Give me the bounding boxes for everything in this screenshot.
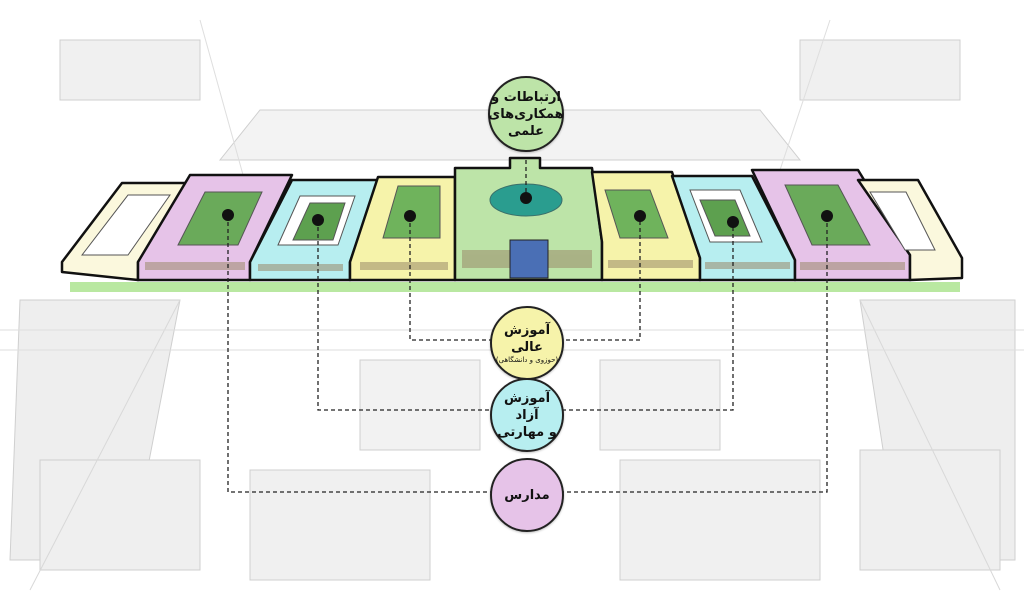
research-collaboration-bubble: ارتباطات و همکاری‌های علمی xyxy=(488,76,564,152)
research-label-line2: همکاری‌های xyxy=(488,106,564,122)
free-ed-label-line2: و مهارتی xyxy=(497,424,557,440)
dot-pink-right xyxy=(821,210,833,222)
main-entrance xyxy=(509,239,549,279)
dot-pink-left xyxy=(222,209,234,221)
dot-cyan-right xyxy=(727,216,739,228)
marker-dots xyxy=(222,192,833,228)
research-label-line3: علمی xyxy=(507,123,545,139)
dot-yellow-left xyxy=(404,210,416,222)
higher-education-bubble: آموزش عالی (حوزوی و دانشگاهی) xyxy=(490,306,564,380)
higher-ed-sublabel: (حوزوی و دانشگاهی) xyxy=(495,355,559,364)
dot-cyan-left xyxy=(312,214,324,226)
schools-bubble: مدارس xyxy=(490,458,564,532)
free-vocational-education-bubble: آموزش آزاد و مهارتی xyxy=(490,378,564,452)
block-green-center xyxy=(453,156,604,282)
free-ed-label-line1: آموزش آزاد xyxy=(503,390,551,423)
research-label-line1: ارتباطات و xyxy=(491,89,561,105)
dot-green-center xyxy=(520,192,532,204)
connector-free-ed xyxy=(317,220,734,411)
green-strip xyxy=(70,282,960,292)
higher-ed-label: آموزش عالی xyxy=(503,322,551,355)
schools-label: مدارس xyxy=(504,487,550,503)
dot-yellow-right xyxy=(634,210,646,222)
